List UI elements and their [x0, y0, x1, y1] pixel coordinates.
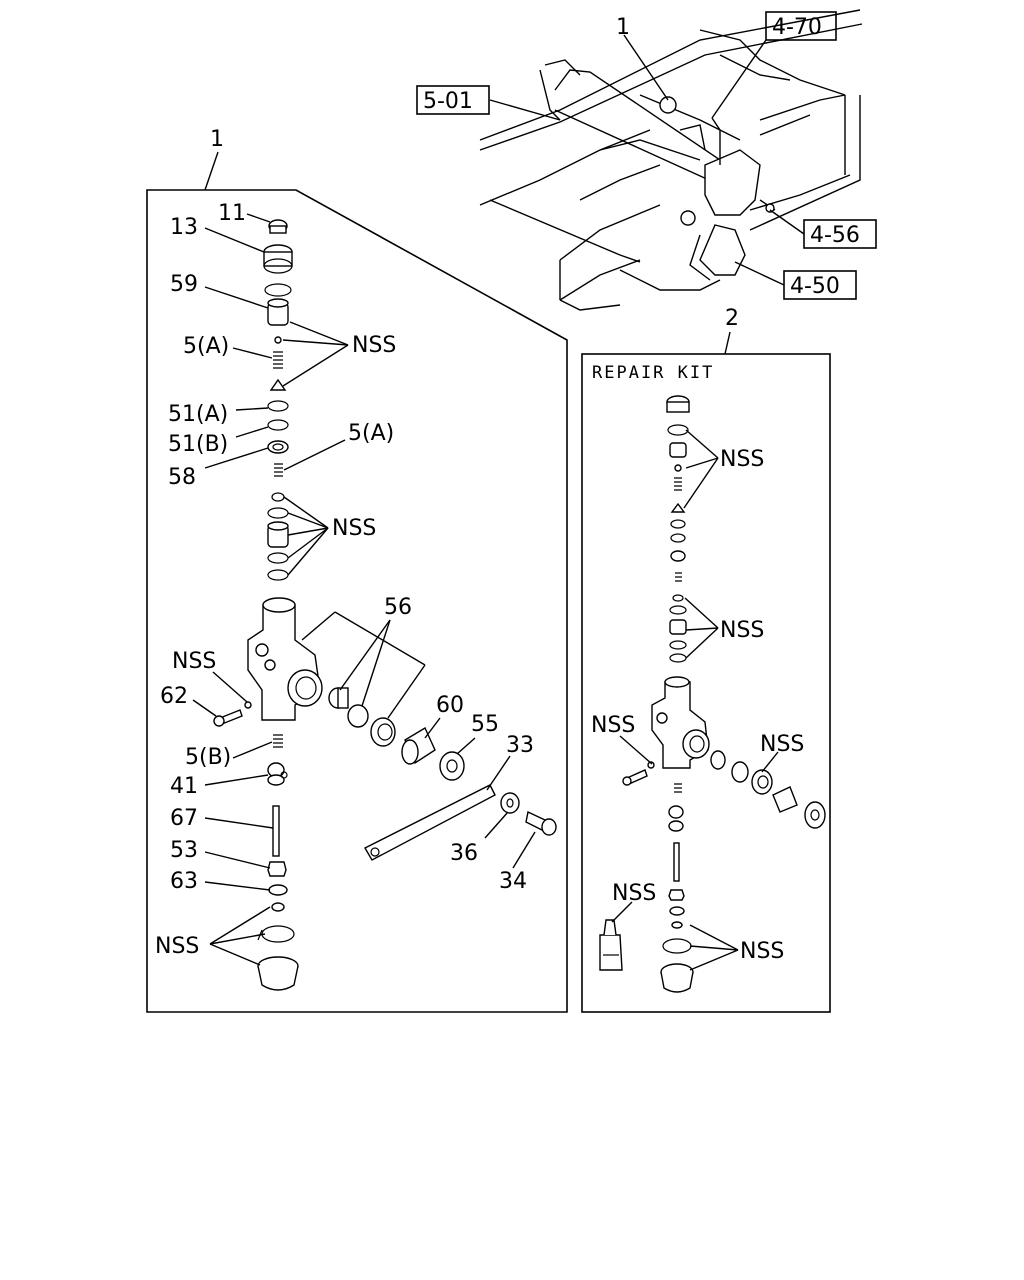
figure-ref-5-01[interactable]: 5-01	[416, 85, 490, 115]
kit-nss-label-2: NSS	[720, 618, 764, 643]
callout-assembly-1: 1	[210, 127, 224, 152]
nss-label-1: NSS	[352, 333, 396, 358]
kit-nss-label-6: NSS	[740, 939, 784, 964]
part-label-5a: 5(A)	[183, 334, 229, 359]
kit-nss-label-4: NSS	[760, 732, 804, 757]
kit-nss-label-3: NSS	[591, 713, 635, 738]
part-label-59: 59	[170, 272, 198, 297]
part-label-56: 56	[384, 595, 412, 620]
valve-exploded-parts	[213, 219, 557, 991]
part-label-36: 36	[450, 841, 478, 866]
figure-ref-4-56-text: 4-56	[810, 223, 860, 248]
kit-nss-label-5: NSS	[612, 881, 656, 906]
repair-kit-parts	[599, 395, 826, 993]
kit-nss-label-1: NSS	[720, 447, 764, 472]
part-label-67: 67	[170, 806, 198, 831]
callout-top-1: 1	[616, 15, 630, 40]
part-label-63: 63	[170, 869, 198, 894]
nss-label-2: NSS	[332, 516, 376, 541]
part-label-53: 53	[170, 838, 198, 863]
assembly-panel-outline	[146, 151, 568, 1013]
callout-repair-kit-2: 2	[725, 306, 739, 331]
top-leader-lines	[489, 34, 805, 286]
part-label-60: 60	[436, 693, 464, 718]
figure-ref-4-50[interactable]: 4-50	[783, 270, 857, 300]
figure-ref-4-70[interactable]: 4-70	[765, 11, 837, 41]
nss-label-4: NSS	[155, 934, 199, 959]
part-label-51a: 51(A)	[168, 402, 228, 427]
part-label-58: 58	[168, 465, 196, 490]
part-label-5b: 5(B)	[185, 745, 231, 770]
part-label-34: 34	[499, 869, 527, 894]
part-label-41: 41	[170, 774, 198, 799]
part-label-55: 55	[471, 712, 499, 737]
repair-kit-panel: 2 REPAIR KIT	[581, 306, 831, 1013]
figure-ref-4-56[interactable]: 4-56	[803, 219, 877, 249]
repair-kit-title: REPAIR KIT	[592, 363, 714, 383]
repair-kit-leader-lines	[611, 429, 779, 971]
part-label-13: 13	[170, 215, 198, 240]
part-label-11: 11	[218, 201, 246, 226]
nss-label-3: NSS	[172, 649, 216, 674]
assembly-part-labels: 11 13 59 5(A) NSS 51(A) 51(B) 58 5(A) NS…	[155, 201, 534, 959]
part-label-51b: 51(B)	[168, 432, 228, 457]
figure-ref-5-01-text: 5-01	[423, 89, 473, 114]
part-label-33: 33	[506, 733, 534, 758]
part-label-62: 62	[160, 684, 188, 709]
figure-ref-4-70-text: 4-70	[772, 15, 822, 40]
assembly-leader-lines	[192, 213, 536, 966]
part-label-5a-2: 5(A)	[348, 421, 394, 446]
figure-ref-4-50-text: 4-50	[790, 274, 840, 299]
chassis-frame-illustration	[479, 9, 863, 311]
